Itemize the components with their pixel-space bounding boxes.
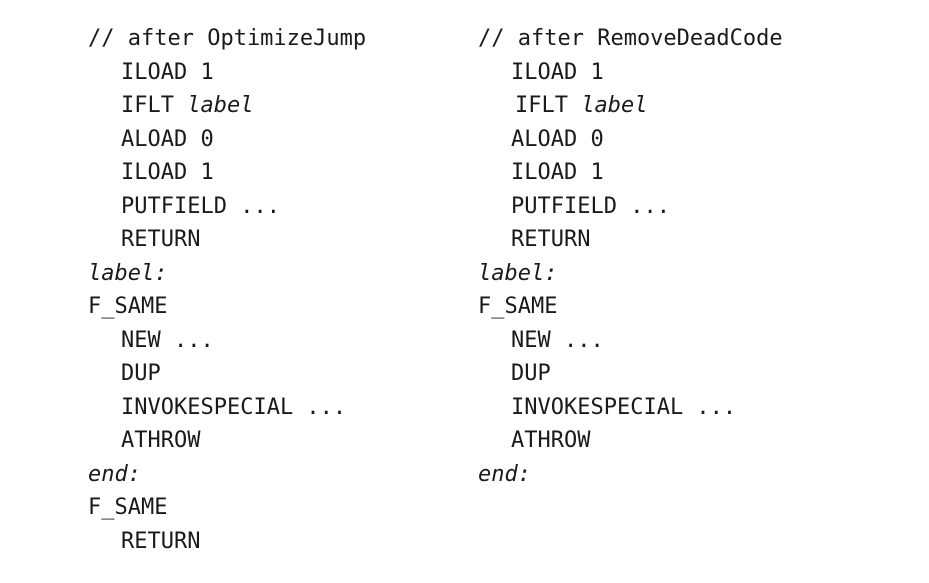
bytecode-instruction: ILOAD 1 [88,156,366,190]
bytecode-instruction: RETURN [88,223,366,257]
bytecode-instruction: ALOAD 0 [478,123,783,157]
bytecode-instruction: ALOAD 0 [88,123,366,157]
bytecode-instruction: INVOKESPECIAL ... [88,391,366,425]
instruction-text: F_SAME [88,294,168,319]
instruction-text: INVOKESPECIAL ... [121,394,347,420]
bytecode-label: end: [88,458,366,492]
comment-text: // after RemoveDeadCode [478,26,783,51]
comment-text: // after OptimizeJump [88,26,367,51]
bytecode-label: label: [88,257,366,291]
bytecode-instruction: ATHROW [88,424,366,458]
label-text: end: [88,461,141,487]
instruction-operand: label [187,93,254,118]
bytecode-instruction: ILOAD 1 [478,156,783,190]
instruction-text: F_SAME [88,495,168,520]
instruction-text: DUP [511,361,551,386]
bytecode-instruction: ILOAD 1 [478,56,783,90]
bytecode-instruction: NEW ... [478,324,783,358]
instruction-text: ALOAD 0 [121,126,214,152]
instruction-operand: label [581,93,648,118]
instruction-text: ILOAD 1 [511,59,604,85]
bytecode-instruction: F_SAME [88,290,366,324]
bytecode-instruction: DUP [478,357,783,391]
bytecode-instruction: IFLT label [478,89,783,123]
instruction-text: NEW ... [511,327,604,353]
instruction-text: RETURN [121,528,201,554]
bytecode-instruction: ATHROW [478,424,783,458]
instruction-text: ILOAD 1 [121,160,214,185]
instruction-text: ILOAD 1 [121,59,214,85]
bytecode-instruction: F_SAME [478,290,783,324]
instruction-text: F_SAME [478,294,558,319]
instruction-text: INVOKESPECIAL ... [511,394,737,420]
bytecode-label: label: [478,257,783,291]
label-text: end: [478,461,531,487]
instruction-mnemonic: IFLT [121,93,188,118]
instruction-text: ILOAD 1 [511,160,604,185]
label-text: label: [88,260,168,286]
instruction-text: PUTFIELD ... [121,193,280,219]
instruction-text: PUTFIELD ... [511,193,670,219]
instruction-text: ATHROW [511,428,591,453]
bytecode-instruction: PUTFIELD ... [88,190,366,224]
instruction-text: NEW ... [121,327,214,353]
instruction-text: RETURN [121,227,201,252]
bytecode-label: end: [478,458,783,492]
listing-comment: // after OptimizeJump [88,22,366,56]
instruction-text: ALOAD 0 [511,126,604,152]
instruction-text: RETURN [511,227,591,252]
bytecode-instruction: RETURN [478,223,783,257]
bytecode-instruction: F_SAME [88,491,366,525]
instruction-mnemonic: IFLT [515,93,582,118]
bytecode-instruction: RETURN [88,525,366,559]
bytecode-instruction: ILOAD 1 [88,56,366,90]
instruction-text: ATHROW [121,428,201,453]
bytecode-instruction: IFLT label [88,89,366,123]
listing-comment: // after RemoveDeadCode [478,22,783,56]
bytecode-instruction: NEW ... [88,324,366,358]
bytecode-instruction: INVOKESPECIAL ... [478,391,783,425]
bytecode-instruction: DUP [88,357,366,391]
bytecode-instruction: PUTFIELD ... [478,190,783,224]
instruction-text: DUP [121,361,161,386]
label-text: label: [478,260,558,286]
